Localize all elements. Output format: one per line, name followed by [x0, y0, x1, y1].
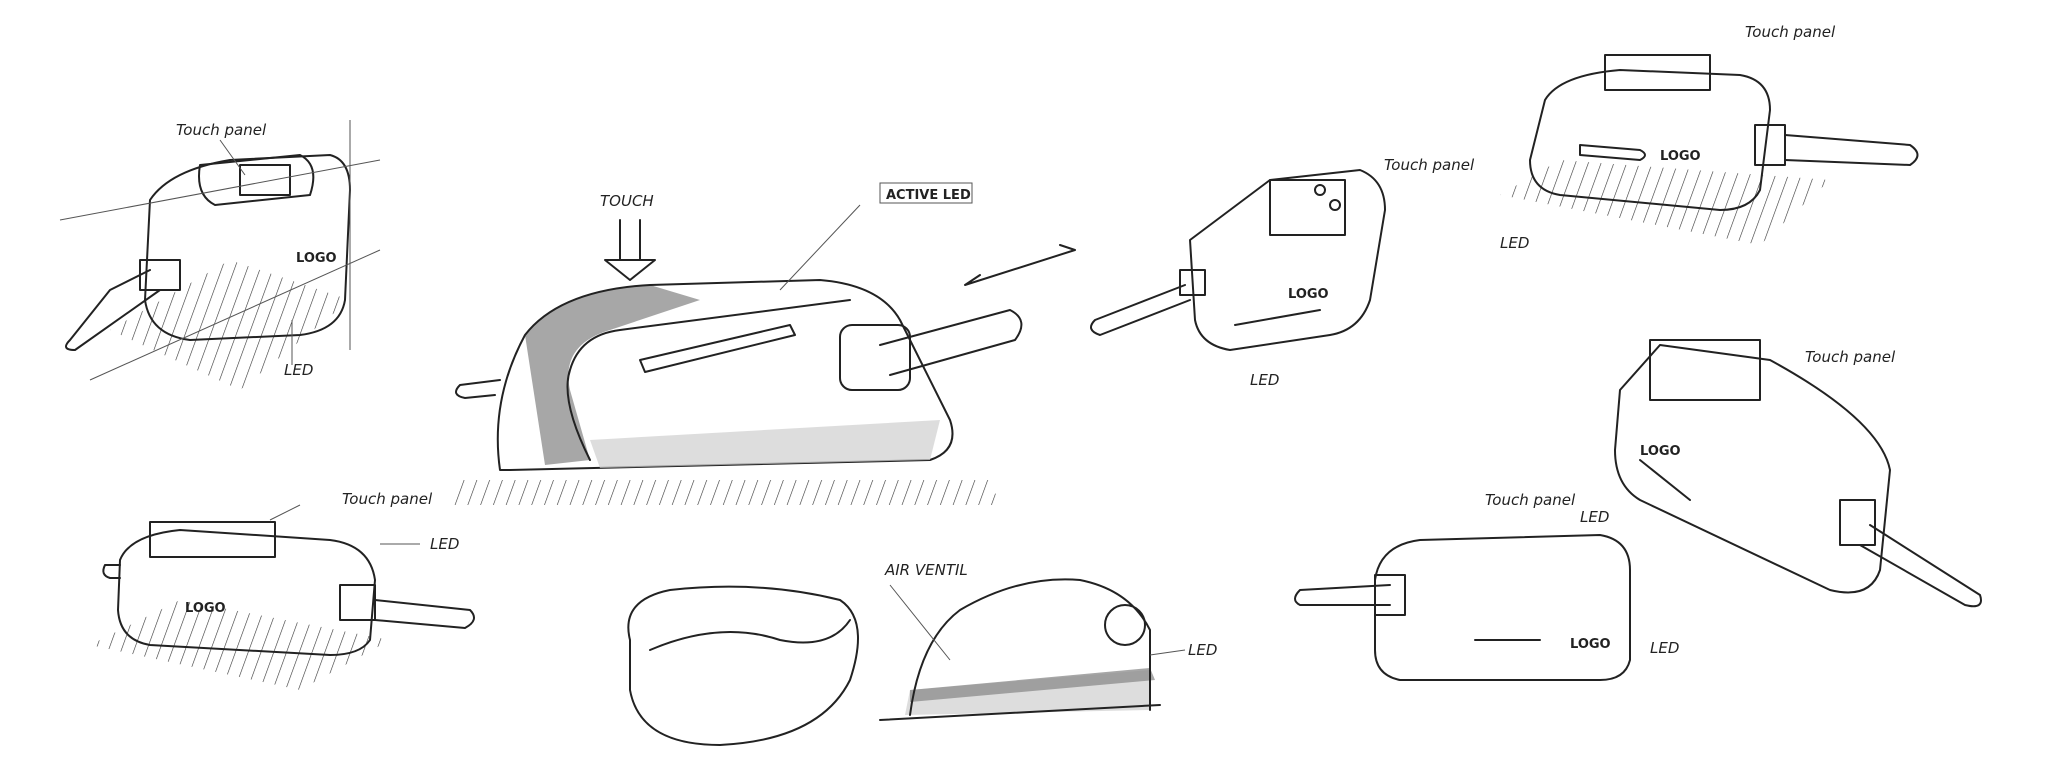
sketch-hero-device: TOUCH ACTIVE LED	[450, 182, 1076, 505]
touch-panel-label: Touch panel	[342, 490, 433, 508]
touch-panel-label: Touch panel	[1485, 491, 1576, 509]
logo-label: LOGO	[185, 601, 226, 616]
led-label: LED	[284, 361, 313, 379]
touch-label: TOUCH	[600, 192, 654, 210]
active-led-label: ACTIVE LED	[886, 188, 971, 203]
sketch-top-right-device: LOGO Touch panel LED	[1500, 23, 1919, 252]
led-label: LED	[1650, 639, 1679, 657]
sketch-bottom-right-device: LOGO Touch panel LED	[1294, 491, 1679, 681]
led-label: LED	[1500, 234, 1529, 252]
led-label: LED	[430, 535, 459, 553]
led-label: LED	[1188, 641, 1217, 659]
sketch-bottom-center-devices: AIR VENTIL LED	[627, 561, 1217, 746]
logo-label: LOGO	[1288, 287, 1329, 302]
air-vent-label: AIR VENTIL	[884, 561, 968, 579]
led-label: LED	[1580, 508, 1609, 526]
touch-panel-label: Touch panel	[1745, 23, 1836, 41]
touch-panel-label: Touch panel	[176, 121, 267, 139]
sketch-right-device: LOGO Touch panel LED	[1580, 339, 1982, 608]
logo-label: LOGO	[296, 251, 337, 266]
logo-label: LOGO	[1640, 444, 1681, 459]
logo-label: LOGO	[1570, 637, 1611, 652]
touch-panel-label: Touch panel	[1805, 348, 1896, 366]
touch-panel-label: Touch panel	[1384, 156, 1475, 174]
led-label: LED	[1250, 371, 1279, 389]
sketch-bottom-left-device: LOGO Touch panel LED	[90, 490, 475, 690]
logo-label: LOGO	[1660, 149, 1701, 164]
sketch-top-left-device: LOGO Touch panel LED	[59, 120, 381, 390]
sketch-middle-right-device: LOGO Touch panel LED	[1090, 156, 1475, 389]
